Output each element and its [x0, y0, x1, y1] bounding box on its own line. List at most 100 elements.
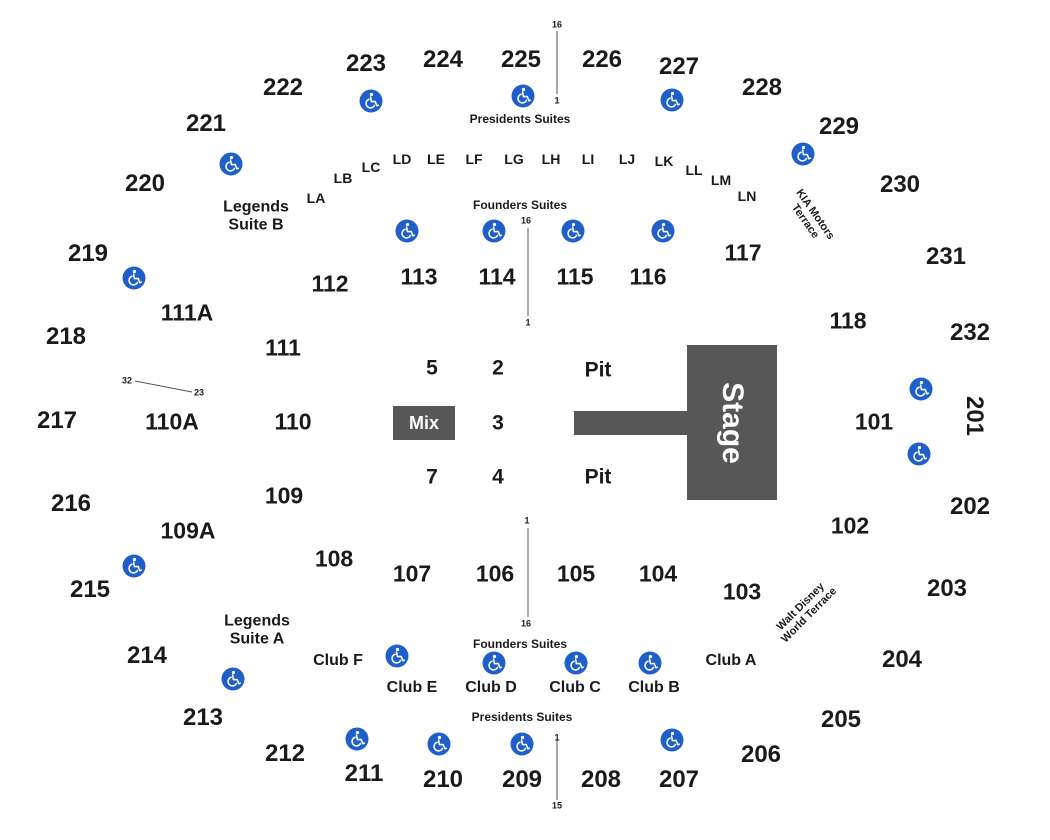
club-a[interactable]: Club A [705, 652, 757, 669]
club-e[interactable]: Club E [386, 679, 438, 696]
wheelchair-icon [385, 644, 409, 668]
section-213[interactable]: 213 [182, 704, 224, 731]
section-224[interactable]: 224 [422, 46, 464, 73]
section-105[interactable]: 105 [556, 560, 596, 587]
club-b[interactable]: Club B [628, 679, 680, 696]
floor-section-3[interactable]: 3 [492, 411, 504, 435]
section-106[interactable]: 106 [475, 560, 515, 587]
floor-section-4[interactable]: 4 [492, 465, 504, 489]
section-231[interactable]: 231 [925, 243, 967, 270]
loge-le[interactable]: LE [427, 151, 445, 167]
floor-section-7[interactable]: 7 [426, 465, 438, 489]
loge-lj[interactable]: LJ [618, 151, 636, 167]
legends-suite-a[interactable]: Legends Suite A [224, 613, 290, 650]
loge-lc[interactable]: LC [361, 159, 381, 175]
section-220[interactable]: 220 [124, 170, 166, 197]
wheelchair-icon [907, 442, 931, 466]
loge-lb[interactable]: LB [333, 170, 353, 186]
legends-suite-a-line1: Legends [224, 612, 290, 630]
section-212[interactable]: 212 [264, 740, 306, 767]
row-marker-top-16: 16 [551, 19, 563, 30]
section-109a[interactable]: 109A [160, 517, 216, 544]
section-219[interactable]: 219 [67, 240, 109, 267]
loge-ll[interactable]: LL [685, 162, 703, 178]
section-221[interactable]: 221 [185, 110, 227, 137]
pit-lower[interactable]: Pit [584, 465, 612, 489]
floor-section-2[interactable]: 2 [492, 356, 504, 380]
legends-suite-b[interactable]: Legends Suite B [223, 199, 289, 236]
section-218[interactable]: 218 [45, 323, 87, 350]
section-203[interactable]: 203 [926, 575, 968, 602]
section-217[interactable]: 217 [36, 407, 78, 434]
section-227[interactable]: 227 [658, 53, 700, 80]
wheelchair-icon [510, 732, 534, 756]
section-110[interactable]: 110 [274, 408, 312, 435]
section-210[interactable]: 210 [422, 766, 464, 793]
club-d[interactable]: Club D [465, 679, 517, 696]
section-208[interactable]: 208 [580, 766, 622, 793]
section-222[interactable]: 222 [262, 74, 304, 101]
club-f[interactable]: Club F [313, 652, 363, 669]
founders-suites-bottom[interactable]: Founders Suites [472, 637, 568, 651]
legends-suite-b-line1: Legends [223, 198, 289, 216]
loge-lm[interactable]: LM [710, 172, 732, 188]
section-107[interactable]: 107 [392, 560, 432, 587]
section-116[interactable]: 116 [629, 263, 667, 290]
pit-upper[interactable]: Pit [584, 358, 612, 382]
wheelchair-icon [482, 219, 506, 243]
section-118[interactable]: 118 [829, 307, 867, 334]
section-223[interactable]: 223 [345, 50, 387, 77]
section-104[interactable]: 104 [638, 560, 678, 587]
row-marker-lower-1: 1 [524, 515, 530, 526]
wheelchair-icon [660, 88, 684, 112]
section-215[interactable]: 215 [69, 576, 111, 603]
section-115[interactable]: 115 [556, 263, 594, 290]
presidents-suites-bottom[interactable]: Presidents Suites [471, 710, 573, 724]
founders-suites-top[interactable]: Founders Suites [472, 198, 568, 212]
section-226[interactable]: 226 [581, 46, 623, 73]
section-214[interactable]: 214 [126, 642, 168, 669]
section-232[interactable]: 232 [949, 319, 991, 346]
section-211[interactable]: 211 [344, 760, 384, 787]
presidents-suites-top[interactable]: Presidents Suites [469, 112, 571, 126]
loge-ln[interactable]: LN [737, 188, 757, 204]
section-114[interactable]: 114 [478, 263, 516, 290]
section-113[interactable]: 113 [400, 263, 438, 290]
club-c[interactable]: Club C [549, 679, 601, 696]
section-207[interactable]: 207 [658, 766, 700, 793]
legends-suite-a-line2: Suite A [229, 631, 285, 648]
section-229[interactable]: 229 [818, 113, 860, 140]
loge-ld[interactable]: LD [392, 151, 412, 167]
section-225[interactable]: 225 [500, 46, 542, 73]
section-204[interactable]: 204 [881, 646, 923, 673]
section-102[interactable]: 102 [830, 512, 870, 539]
loge-lg[interactable]: LG [504, 151, 524, 167]
row-marker-lower-16: 16 [520, 618, 532, 629]
section-101[interactable]: 101 [854, 408, 894, 435]
section-205[interactable]: 205 [820, 706, 862, 733]
section-103[interactable]: 103 [722, 578, 762, 605]
section-108[interactable]: 108 [314, 545, 354, 572]
section-110a[interactable]: 110A [145, 408, 199, 435]
section-111[interactable]: 111 [265, 334, 301, 361]
wheelchair-icon [122, 554, 146, 578]
floor-section-5[interactable]: 5 [426, 356, 438, 380]
loge-lh[interactable]: LH [541, 151, 561, 167]
section-117[interactable]: 117 [724, 239, 762, 266]
wheelchair-icon [791, 142, 815, 166]
loge-la[interactable]: LA [306, 190, 326, 206]
loge-li[interactable]: LI [581, 151, 595, 167]
section-228[interactable]: 228 [741, 74, 783, 101]
section-112[interactable]: 112 [311, 270, 349, 297]
loge-lk[interactable]: LK [654, 153, 674, 169]
section-209[interactable]: 209 [501, 766, 543, 793]
section-230[interactable]: 230 [879, 171, 921, 198]
section-202[interactable]: 202 [949, 493, 991, 520]
section-109[interactable]: 109 [264, 482, 304, 509]
section-206[interactable]: 206 [740, 741, 782, 768]
wheelchair-icon [395, 219, 419, 243]
section-111a[interactable]: 111A [160, 299, 214, 326]
loge-lf[interactable]: LF [465, 151, 483, 167]
section-216[interactable]: 216 [50, 490, 92, 517]
